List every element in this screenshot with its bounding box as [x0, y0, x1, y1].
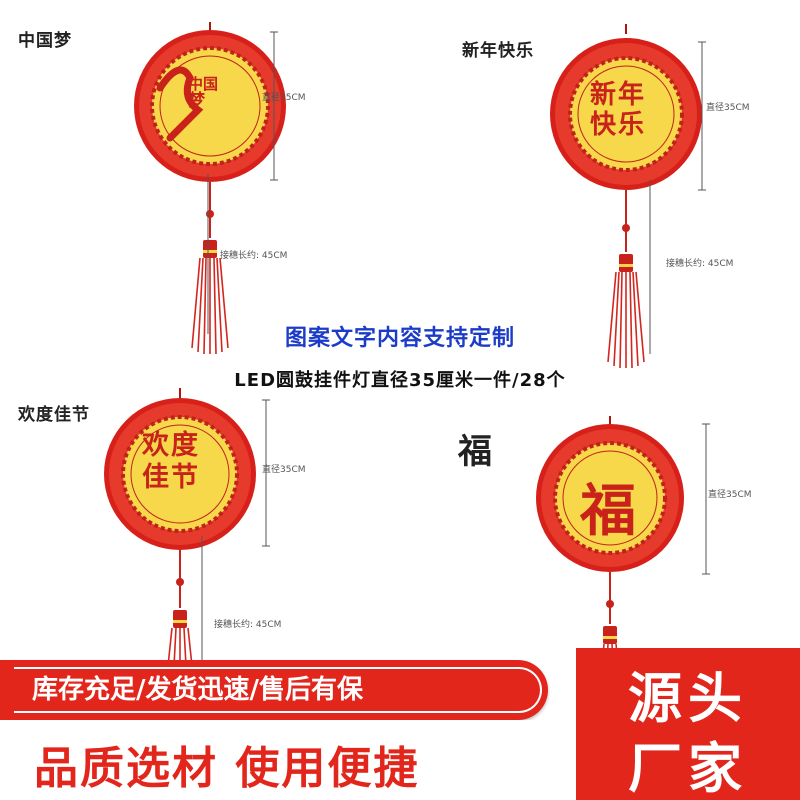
lantern-xinnian-graphic: [550, 24, 706, 369]
caption-zhongguomeng: 中国梦: [18, 31, 72, 51]
diameter-label: 直径35CM: [708, 490, 752, 500]
tassel-length-label: 接穗长约: 45CM: [666, 259, 734, 269]
lantern-text-huandu: 欢度 佳节: [142, 430, 200, 493]
lantern-text-fu: 福: [580, 478, 636, 544]
product-spec-line: LED圆鼓挂件灯直径35厘米一件/28个: [234, 370, 566, 391]
quality-banner: 品质选材 使用便捷: [0, 720, 548, 800]
lantern-xinnian: 直径35CM 接穗长约: 45CM 新年 快乐: [526, 22, 750, 372]
stock-banner-border: [14, 667, 542, 713]
source-badge-line2: 厂家: [628, 737, 748, 800]
lantern-text-xinnian: 新年 快乐: [590, 80, 647, 140]
lantern-huandu: 直径35CM 接穗长约: 45CM 欢度 佳节: [80, 386, 306, 667]
lantern-text-zhongguomeng: 中国 梦: [188, 75, 219, 111]
diameter-label: 直径35CM: [262, 465, 306, 475]
lantern-fu-graphic: [536, 416, 710, 665]
lantern-fu: 直径35CM 福: [510, 414, 752, 665]
tassel-length-label: 接穗长约: 45CM: [214, 620, 282, 630]
stock-banner: 库存充足/发货迅速/售后有保: [0, 660, 548, 720]
lantern-zhongguomeng-graphic: [134, 22, 286, 355]
caption-huandu: 欢度佳节: [18, 405, 90, 425]
tassel-length-label: 接穗长约: 45CM: [220, 251, 288, 261]
caption-xinnian: 新年快乐: [462, 41, 534, 61]
caption-fu: 福: [458, 432, 492, 472]
stock-banner-text: 库存充足/发货迅速/售后有保: [32, 675, 363, 705]
lantern-zhongguomeng: 直径35CM 接穗长约: 45CM 中国 梦: [110, 18, 310, 358]
diameter-label: 直径35CM: [706, 103, 750, 113]
diameter-label: 直径35CM: [262, 93, 306, 103]
source-factory-badge: 源头 厂家: [576, 648, 800, 800]
source-badge-line1: 源头: [628, 667, 748, 730]
customization-headline: 图案文字内容支持定制: [284, 326, 515, 351]
lantern-huandu-graphic: [104, 388, 270, 667]
quality-banner-text: 品质选材 使用便捷: [34, 743, 420, 794]
